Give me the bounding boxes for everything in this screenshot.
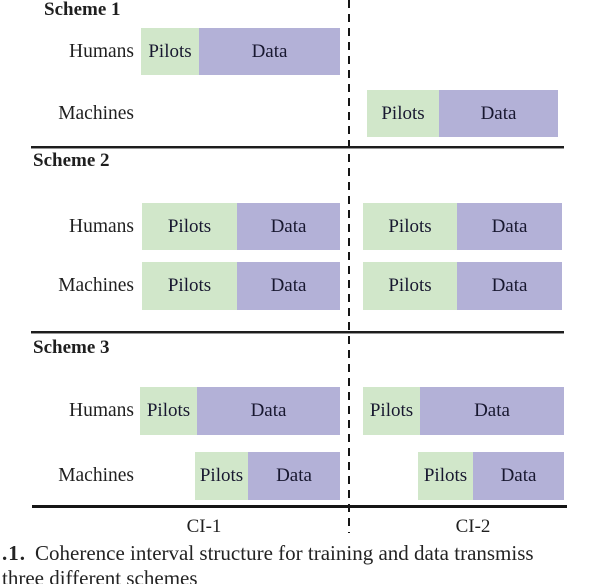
ci-1-label: CI-1 [186,516,222,537]
segment-pilots: Pilots [141,28,199,75]
segment-pilots: Pilots [195,452,248,500]
segment-data: Data [248,452,340,500]
segment-data: Data [197,387,340,435]
row-label-humans: Humans [69,400,134,421]
segment-data: Data [457,262,562,310]
segment-data: Data [457,203,562,250]
segment-data: Data [237,262,340,310]
segment-data: Data [420,387,564,435]
segment-data: Data [237,203,340,250]
segment-pilots: Pilots [363,203,457,250]
segment-pilots: Pilots [140,387,197,435]
segment-pilots: Pilots [142,262,237,310]
row-label-humans: Humans [69,41,134,62]
ci-2-label: CI-2 [455,516,491,537]
caption-figure-number: .1. [2,541,26,565]
scheme-2-label: Scheme 2 [33,150,110,171]
segment-pilots: Pilots [367,90,439,137]
caption-text: Coherence interval structure for trainin… [35,541,534,565]
scheme-separator-1 [31,146,564,150]
segment-pilots: Pilots [142,203,237,250]
segment-data: Data [199,28,340,75]
row-label-machines: Machines [58,103,134,124]
scheme-3-label: Scheme 3 [33,337,110,358]
ci-dashed-divider [348,0,350,533]
segment-pilots: Pilots [363,387,420,435]
scheme-separator-2 [31,331,564,335]
time-axis-baseline [32,505,567,508]
figure-caption-line-2: three different schemes [2,566,198,584]
segment-pilots: Pilots [418,452,473,500]
segment-data: Data [473,452,564,500]
segment-pilots: Pilots [363,262,457,310]
segment-data: Data [439,90,558,137]
row-label-machines: Machines [58,465,134,486]
row-label-humans: Humans [69,216,134,237]
scheme-1-label: Scheme 1 [44,0,121,20]
figure-caption-line-1: .1. Coherence interval structure for trai… [2,541,604,565]
row-label-machines: Machines [58,275,134,296]
